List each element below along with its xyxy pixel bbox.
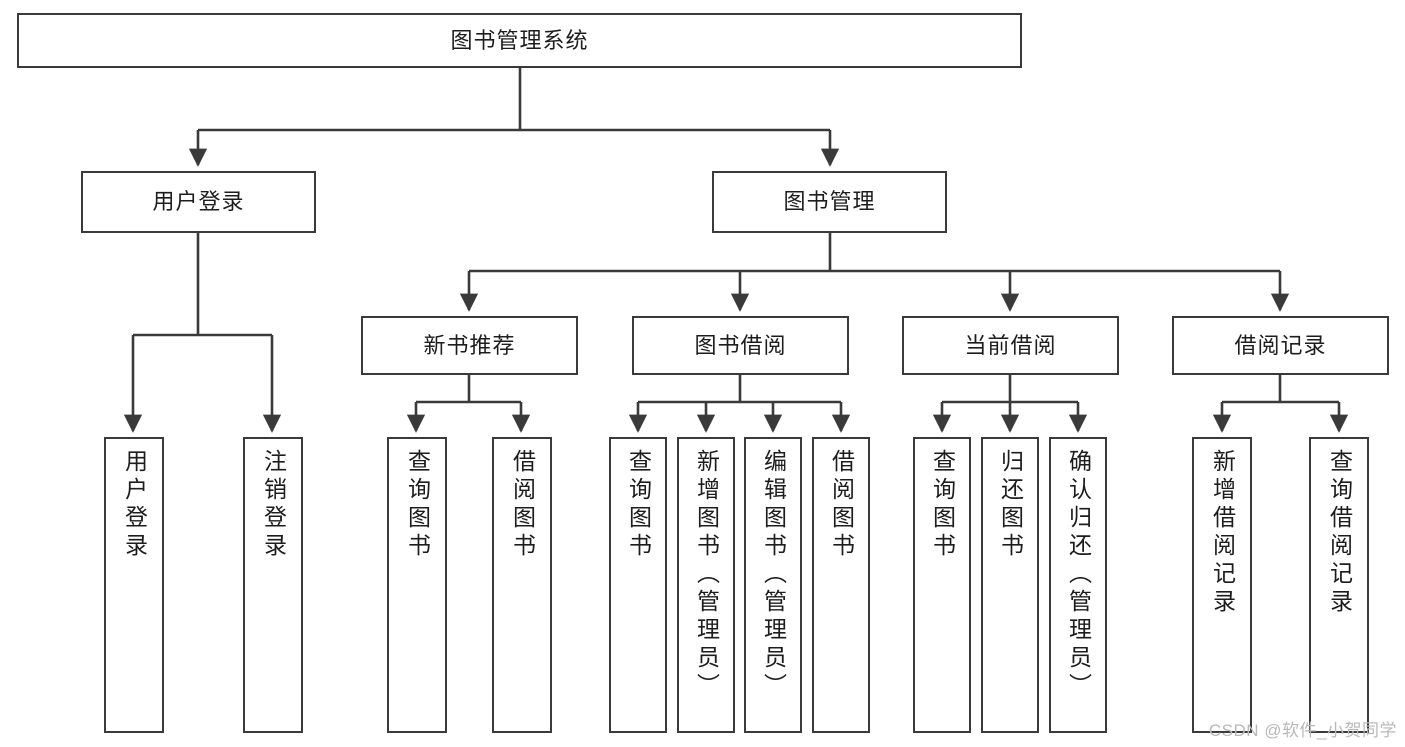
node-current-borrow[interactable]: 当前借阅	[902, 316, 1119, 375]
node-label: 查询图书	[404, 449, 431, 561]
node-label: 注销登录	[260, 449, 287, 561]
leaf-query-book-recommend[interactable]: 查询图书	[387, 437, 447, 733]
leaf-query-book-current[interactable]: 查询图书	[913, 437, 971, 733]
node-label: 用户登录	[152, 189, 245, 215]
leaf-add-book-admin[interactable]: 新增图书（管理员）	[677, 437, 735, 733]
node-user-login[interactable]: 用户登录	[81, 171, 316, 233]
node-label: 新增借阅记录	[1209, 449, 1236, 617]
node-label: 图书管理系统	[450, 27, 589, 53]
leaf-user-login[interactable]: 用户登录	[104, 437, 164, 733]
node-book-management[interactable]: 图书管理	[712, 171, 947, 233]
node-label: 当前借阅	[964, 332, 1057, 358]
node-label: 归还图书	[997, 449, 1024, 561]
leaf-confirm-return-admin[interactable]: 确认归还（管理员）	[1049, 437, 1107, 733]
node-label: 图书借阅	[694, 332, 787, 358]
leaf-query-borrow-record[interactable]: 查询借阅记录	[1309, 437, 1369, 733]
node-label: 编辑图书（管理员）	[760, 449, 787, 701]
leaf-borrow-book[interactable]: 借阅图书	[812, 437, 870, 733]
leaf-edit-book-admin[interactable]: 编辑图书（管理员）	[744, 437, 802, 733]
node-label: 图书管理	[783, 189, 876, 215]
node-label: 查询借阅记录	[1326, 449, 1353, 617]
node-label: 查询图书	[929, 449, 956, 561]
node-root-system[interactable]: 图书管理系统	[17, 13, 1022, 68]
node-label: 用户登录	[121, 449, 148, 561]
leaf-add-borrow-record[interactable]: 新增借阅记录	[1192, 437, 1252, 733]
node-label: 确认归还（管理员）	[1065, 449, 1092, 701]
node-label: 借阅图书	[828, 449, 855, 561]
leaf-borrow-book-recommend[interactable]: 借阅图书	[492, 437, 552, 733]
node-label: 借阅记录	[1234, 332, 1327, 358]
node-borrow-record[interactable]: 借阅记录	[1172, 316, 1389, 375]
node-book-borrow[interactable]: 图书借阅	[632, 316, 849, 375]
node-label: 新书推荐	[423, 332, 516, 358]
node-label: 新增图书（管理员）	[693, 449, 720, 701]
node-label: 查询图书	[625, 449, 652, 561]
node-new-book-recommend[interactable]: 新书推荐	[361, 316, 578, 375]
leaf-return-book[interactable]: 归还图书	[981, 437, 1039, 733]
leaf-query-book-borrow[interactable]: 查询图书	[609, 437, 667, 733]
node-label: 借阅图书	[509, 449, 536, 561]
leaf-logout[interactable]: 注销登录	[243, 437, 303, 733]
